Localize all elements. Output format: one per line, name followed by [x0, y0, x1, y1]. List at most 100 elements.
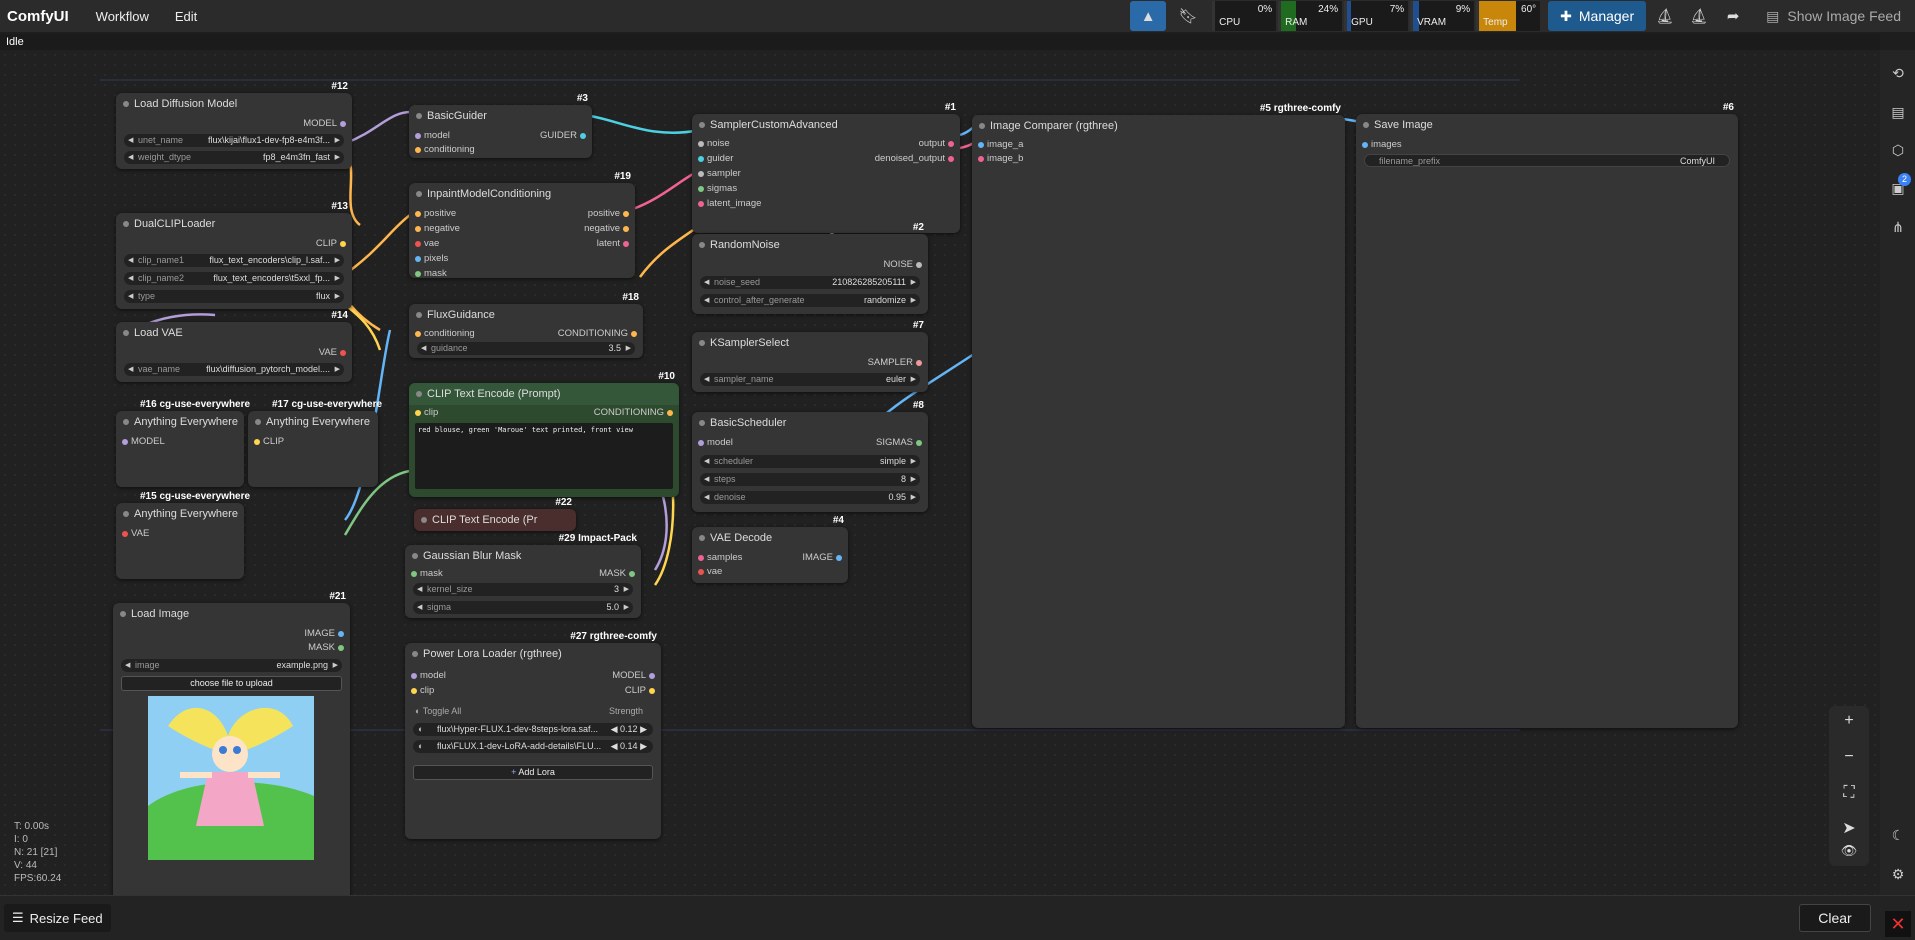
node-gaussian-blur-mask[interactable]: #29 Impact-Pack Gaussian Blur Mask mask …: [405, 533, 641, 618]
upload-button[interactable]: choose file to upload: [121, 676, 342, 691]
lora-strength-1[interactable]: ◀ 0.12 ▶: [610, 724, 647, 734]
eye-icon[interactable]: 👁︎: [1840, 843, 1858, 858]
images-icon[interactable]: ▣2: [1889, 173, 1911, 197]
output-output[interactable]: output: [919, 137, 955, 151]
input-clip[interactable]: clip: [415, 406, 438, 420]
node-load-diffusion-model[interactable]: #12 Load Diffusion Model MODEL unet_name…: [116, 81, 352, 169]
input-positive[interactable]: positive: [415, 207, 456, 221]
clear-button[interactable]: Clear: [1799, 904, 1871, 932]
input-mask[interactable]: mask: [415, 267, 447, 281]
node-anything-everywhere-vae[interactable]: #15 cg-use-everywhere Anything Everywher…: [116, 491, 250, 579]
input-samples[interactable]: samples: [698, 551, 742, 565]
input-negative[interactable]: negative: [415, 222, 460, 236]
widget-unet-name[interactable]: unet_nameflux\kijai\flux1-dev-fp8-e4m3f.…: [124, 134, 344, 147]
show-image-feed-button[interactable]: ▤Show Image Feed: [1756, 1, 1915, 31]
navigate-icon[interactable]: ➤: [1842, 820, 1856, 837]
output-mask[interactable]: MASK: [308, 641, 344, 655]
lora-row-2[interactable]: ◐flux\FLUX.1-dev-LoRA-add-details\FLU...…: [413, 740, 653, 753]
output-guider[interactable]: GUIDER: [540, 129, 586, 143]
output-model[interactable]: MODEL: [303, 117, 346, 131]
resize-feed-button[interactable]: ☰Resize Feed: [4, 904, 111, 932]
node-inpaint-model-conditioning[interactable]: #19 InpaintModelConditioning positive ne…: [409, 171, 635, 281]
input-sampler[interactable]: sampler: [698, 167, 741, 181]
close-icon[interactable]: ✕: [1885, 911, 1911, 937]
input-conditioning[interactable]: conditioning: [415, 143, 475, 157]
lora-toggle-icon[interactable]: ◐: [418, 724, 424, 734]
prompt-text[interactable]: red blouse, green 'Maroue' text printed,…: [415, 423, 673, 489]
lora-row-1[interactable]: ◐flux\Hyper-FLUX.1-dev-8steps-lora.saf..…: [413, 723, 653, 736]
history-icon[interactable]: ⟲: [1892, 65, 1904, 81]
lora-toggle-icon[interactable]: ◐: [418, 741, 424, 751]
output-denoised[interactable]: denoised_output: [875, 152, 955, 166]
node-vae-decode[interactable]: #4 VAE Decode samples vae IMAGE: [692, 515, 848, 583]
output-conditioning[interactable]: CONDITIONING: [594, 406, 674, 420]
input-image-a[interactable]: image_a: [978, 138, 1023, 152]
output-clip[interactable]: CLIP: [625, 684, 656, 698]
output-sigmas[interactable]: SIGMAS: [876, 436, 922, 450]
moon-icon[interactable]: ☾: [1891, 827, 1905, 843]
zoom-out-icon[interactable]: −: [1844, 748, 1854, 765]
input-vae[interactable]: VAE: [122, 527, 149, 541]
zoom-in-icon[interactable]: +: [1844, 712, 1854, 729]
gear-icon[interactable]: ⚙: [1891, 866, 1905, 882]
add-lora-button[interactable]: + Add Lora: [413, 765, 653, 780]
widget-vae-name[interactable]: vae_nameflux\diffusion_pytorch_model....: [124, 363, 344, 376]
input-vae[interactable]: vae: [698, 565, 722, 579]
fit-view-icon[interactable]: ⛶: [1843, 784, 1855, 801]
input-images[interactable]: images: [1362, 138, 1402, 152]
input-pixels[interactable]: pixels: [415, 252, 448, 266]
input-model[interactable]: model: [415, 129, 450, 143]
node-dual-clip-loader[interactable]: #13 DualCLIPLoader CLIP clip_name1flux_t…: [116, 201, 352, 309]
input-image-b[interactable]: image_b: [978, 152, 1023, 166]
output-image[interactable]: IMAGE: [304, 627, 344, 641]
input-model[interactable]: model: [411, 669, 446, 683]
document-icon[interactable]: ▤: [1891, 104, 1905, 120]
output-clip[interactable]: CLIP: [316, 237, 347, 251]
input-clip[interactable]: CLIP: [254, 435, 284, 449]
node-basic-scheduler[interactable]: #8 BasicScheduler model SIGMAS scheduler…: [692, 400, 928, 512]
node-sampler-custom-advanced[interactable]: #1 SamplerCustomAdvanced noise guider sa…: [692, 102, 960, 233]
input-latent-image[interactable]: latent_image: [698, 197, 761, 211]
node-graph-canvas[interactable]: #12 Load Diffusion Model MODEL unet_name…: [0, 50, 1880, 895]
model-manager-button[interactable]: ⛵︎: [1650, 1, 1681, 31]
node-image-comparer[interactable]: #5 rgthree-comfy Image Comparer (rgthree…: [972, 103, 1345, 728]
cube-icon[interactable]: ⬡: [1891, 142, 1905, 158]
output-vae[interactable]: VAE: [319, 346, 347, 360]
output-latent[interactable]: latent: [597, 237, 630, 251]
input-clip[interactable]: clip: [411, 684, 434, 698]
lora-strength-2[interactable]: ◀ 0.14 ▶: [610, 741, 647, 751]
output-mask[interactable]: MASK: [599, 567, 635, 581]
menu-edit[interactable]: Edit: [174, 8, 198, 24]
manager-button[interactable]: ✚Manager: [1548, 1, 1647, 31]
widget-clip-name1[interactable]: clip_name1flux_text_encoders\clip_l.saf.…: [124, 254, 344, 267]
output-negative[interactable]: negative: [584, 222, 629, 236]
toggle-all[interactable]: ◐ Toggle All: [415, 706, 461, 716]
custom-nodes-button[interactable]: ⛵︎: [1684, 1, 1715, 31]
widget-clip-name2[interactable]: clip_name2flux_text_encoders\t5xxl_fp...: [124, 272, 344, 285]
node-anything-everywhere-model[interactable]: #16 cg-use-everywhere Anything Everywher…: [116, 399, 250, 487]
output-noise[interactable]: NOISE: [883, 258, 922, 272]
queue-logo-button[interactable]: ▲: [1130, 1, 1167, 31]
input-noise[interactable]: noise: [698, 137, 730, 151]
node-load-vae[interactable]: #14 Load VAE VAE vae_nameflux\diffusion_…: [116, 310, 352, 382]
output-conditioning[interactable]: CONDITIONING: [558, 327, 638, 341]
share-button[interactable]: ➦: [1718, 1, 1749, 31]
node-random-noise[interactable]: #2 RandomNoise NOISE noise_seed210826285…: [692, 222, 928, 314]
node-load-image[interactable]: #21 Load Image IMAGE MASK imageexample.p…: [113, 591, 350, 895]
node-power-lora-loader[interactable]: #27 rgthree-comfy Power Lora Loader (rgt…: [405, 631, 661, 839]
input-vae[interactable]: vae: [415, 237, 439, 251]
node-anything-everywhere-clip[interactable]: #17 cg-use-everywhere Anything Everywher…: [248, 399, 382, 487]
node-ksampler-select[interactable]: #7 KSamplerSelect SAMPLER sampler_nameeu…: [692, 320, 928, 392]
